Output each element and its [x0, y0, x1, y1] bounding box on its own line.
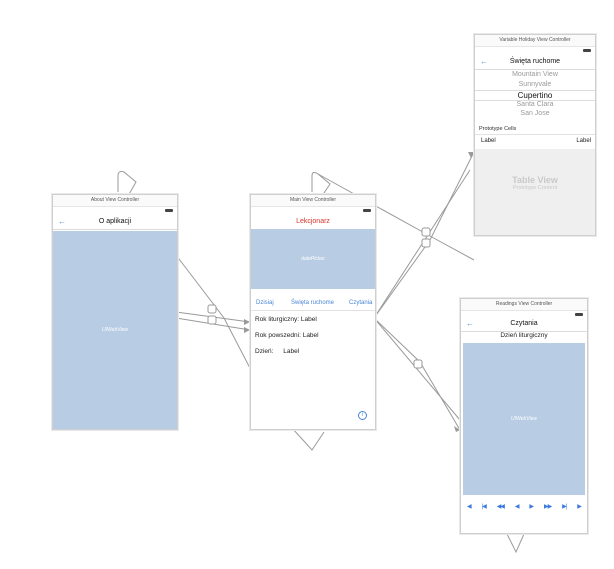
segment-today[interactable]: Dzisiaj — [256, 300, 274, 306]
segment-variable-holidays[interactable]: Święta ruchome — [291, 300, 335, 306]
row-label: Dzień: — [255, 348, 274, 355]
navigation-bar: ← Święta ruchome — [475, 55, 595, 70]
table-view: Table View Prototype Content — [475, 149, 595, 235]
toolbar-first-icon[interactable]: |◀ — [481, 503, 487, 510]
toolbar-back-icon[interactable]: ◀ — [514, 503, 520, 510]
picker-item-selected: Cupertino — [475, 90, 595, 101]
segue-icon-5 — [413, 359, 423, 369]
media-toolbar: ◀ |◀ ◀◀ ◀ ▶ ▶▶ ▶| ▶ — [467, 501, 582, 511]
segue-loop-about — [117, 171, 137, 197]
row-day: Dzień: Label — [255, 348, 299, 355]
row-value: Label — [300, 316, 317, 323]
toolbar-rewind-icon[interactable]: ◀◀ — [496, 503, 505, 510]
picker-item: Santa Clara — [516, 101, 554, 108]
scene-title: Main View Controller — [251, 195, 375, 207]
cell-left-label: Label — [481, 138, 496, 144]
segment-readings[interactable]: Czytania — [349, 300, 373, 306]
segue-icon-2 — [207, 315, 217, 325]
toolbar-fast-forward-icon[interactable]: ▶▶ — [543, 503, 552, 510]
prototype-cell[interactable]: Label Label — [475, 134, 595, 150]
row-value: Label — [302, 332, 319, 339]
scene-title: Variable Holiday View Controller — [475, 35, 595, 47]
back-arrow-icon[interactable]: ← — [466, 319, 474, 328]
table-view-title: Table View — [512, 175, 558, 185]
date-picker-label: datePicker — [301, 256, 325, 262]
toolbar-last-icon[interactable]: ▶| — [562, 503, 567, 510]
row-label: Rok liturgiczny: — [255, 316, 300, 323]
divider — [251, 310, 375, 311]
web-view-label: UIWebView — [511, 416, 537, 422]
main-view-controller[interactable]: Main View Controller Lekcjonarz datePick… — [250, 194, 376, 430]
readings-view-controller[interactable]: Readings View Controller ← Czytania Dzie… — [460, 298, 588, 534]
back-arrow-icon[interactable]: ← — [480, 57, 488, 66]
liturgical-day-label: Dzień liturgiczny — [500, 332, 548, 339]
scene-title: About View Controller — [53, 195, 177, 207]
nav-title: Czytania — [510, 320, 538, 327]
scene-title: Readings View Controller — [461, 299, 587, 311]
battery-icon — [165, 209, 173, 212]
navigation-bar: Lekcjonarz — [251, 215, 375, 229]
info-icon[interactable]: i — [358, 411, 367, 420]
web-view-label: UIWebView — [102, 327, 128, 333]
about-view-controller[interactable]: About View Controller ← O aplikacji UIWe… — [52, 194, 178, 430]
table-view-subtitle: Prototype Content — [512, 185, 558, 191]
row-liturgical-year: Rok liturgiczny: Label — [255, 316, 317, 323]
battery-icon — [575, 313, 583, 316]
picker-item: San Jose — [520, 110, 550, 117]
date-picker[interactable]: datePicker — [251, 229, 375, 289]
web-view: UIWebView — [463, 343, 585, 495]
battery-icon — [583, 49, 591, 52]
prototype-cells-header: Prototype Cells — [479, 126, 517, 132]
toolbar-next-icon[interactable]: ▶ — [577, 503, 582, 510]
picker-view[interactable]: Mountain View Sunnyvale Cupertino Santa … — [475, 71, 595, 121]
nav-title: Święta ruchome — [509, 58, 561, 65]
navigation-bar: ← O aplikacji — [53, 215, 177, 230]
row-label: Rok powszedni: — [255, 332, 301, 339]
navigation-bar: ← Czytania — [461, 317, 587, 332]
toolbar-prev-icon[interactable]: ◀ — [467, 503, 472, 510]
segue-icon-3 — [421, 227, 431, 237]
picker-item: Mountain View — [512, 71, 558, 78]
toolbar-forward-icon[interactable]: ▶ — [529, 503, 534, 510]
picker-item: Sunnyvale — [518, 81, 552, 88]
variable-holiday-view-controller[interactable]: Variable Holiday View Controller ← Święt… — [474, 34, 596, 236]
back-arrow-icon[interactable]: ← — [58, 217, 66, 226]
cell-right-label: Label — [576, 138, 591, 144]
web-view: UIWebView — [53, 231, 177, 429]
row-value: Label — [283, 348, 300, 355]
row-weekday-year: Rok powszedni: Label — [255, 332, 319, 339]
segue-icon-1 — [207, 304, 217, 314]
nav-title: Lekcjonarz — [296, 218, 330, 225]
segue-icon-4 — [421, 238, 431, 248]
battery-icon — [363, 209, 371, 212]
nav-title: O aplikacji — [98, 218, 132, 225]
